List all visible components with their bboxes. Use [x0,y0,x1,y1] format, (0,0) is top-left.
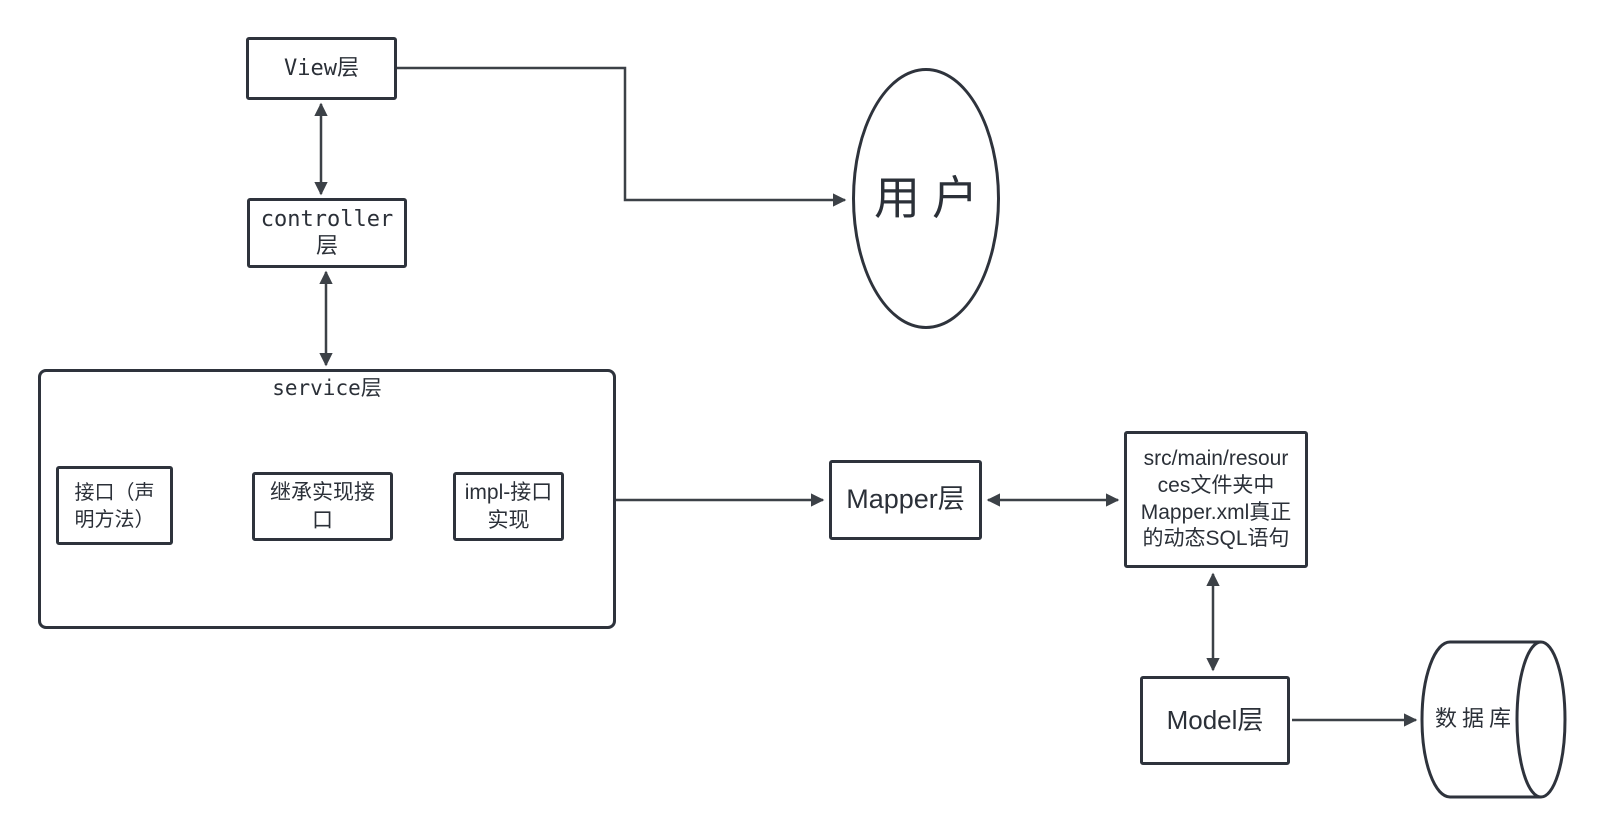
database-label: 数据库 [1434,706,1516,732]
user-node: 用户 [852,68,1000,329]
mapper-xml-label-line1: src/main/resour [1143,446,1289,470]
interface-node: 接口（声 明方法） [56,466,173,545]
mapper-xml-label-line3: Mapper.xml真正 [1140,500,1292,524]
controller-layer-label: controller层 [260,206,394,260]
interface-label-line2: 明方法） [74,506,155,531]
database-label-wrap: 数据库 [1422,642,1524,797]
inherit-impl-label-line1: 继承实现接 [270,481,375,505]
impl-label-line1: impl-接口 [464,481,553,505]
service-layer-label: service层 [272,376,382,400]
mapper-xml-node: src/main/resour ces文件夹中 Mapper.xml真正 的动态… [1124,431,1308,568]
view-layer-label: View层 [284,55,359,81]
user-label: 用户 [874,170,990,225]
database-cylinder-shape [1420,640,1567,799]
connector-view-user [397,66,847,207]
view-layer-node: View层 [246,37,397,100]
inherit-impl-node: 继承实现接 口 [252,472,393,541]
mapper-layer-node: Mapper层 [829,460,982,540]
controller-layer-node: controller层 [247,198,407,268]
impl-node: impl-接口 实现 [453,472,564,541]
mapper-xml-label-line4: 的动态SQL语句 [1142,527,1290,551]
mapper-layer-label: Mapper层 [846,484,965,515]
mapper-xml-label-line2: ces文件夹中 [1157,473,1275,497]
model-layer-label: Model层 [1166,705,1264,736]
impl-label-line2: 实现 [487,508,530,532]
interface-label-line1: 接口（声 [74,480,155,505]
model-layer-node: Model层 [1140,676,1290,765]
inherit-impl-label-line2: 口 [312,508,333,532]
